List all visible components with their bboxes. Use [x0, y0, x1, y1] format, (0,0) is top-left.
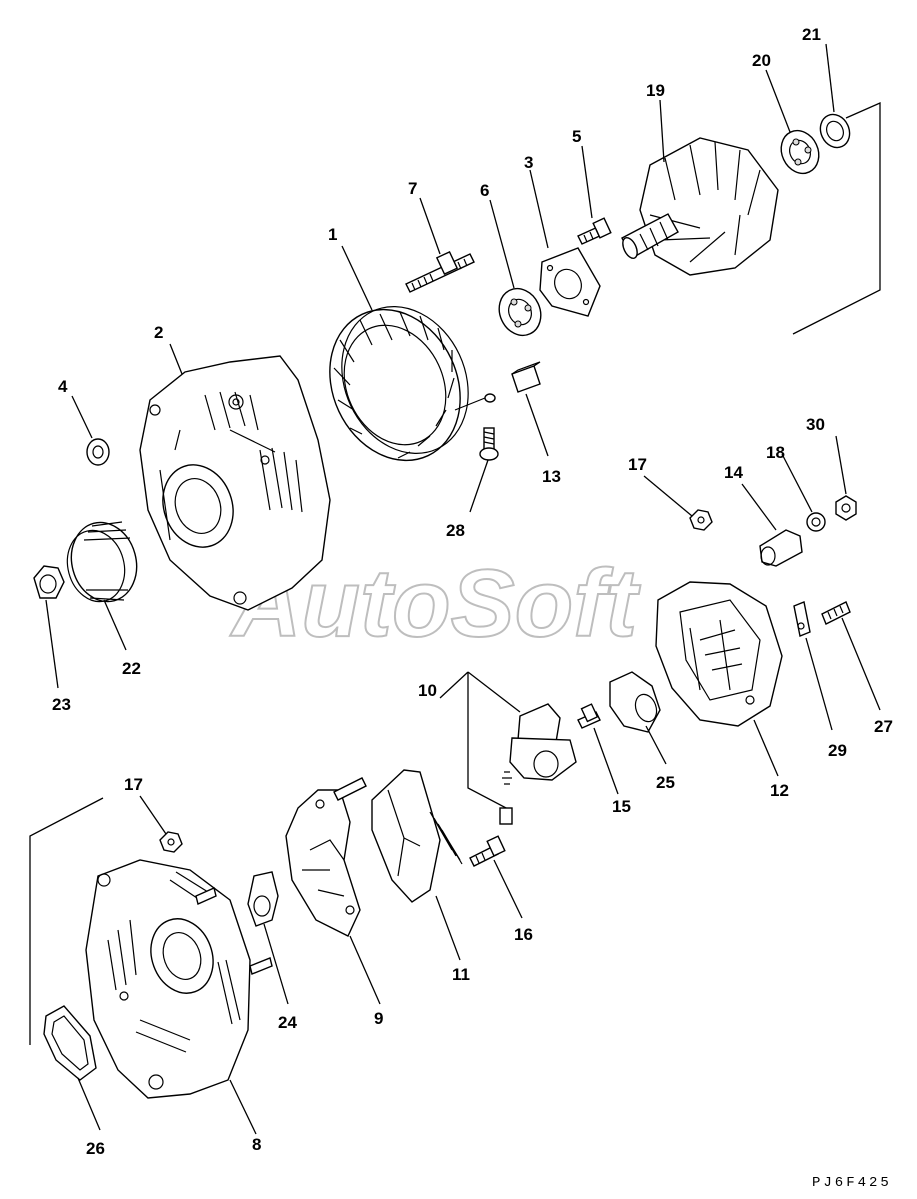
callout-22: 22 — [122, 659, 141, 678]
part-11-regulator — [371, 769, 463, 903]
callout-23: 23 — [52, 695, 71, 714]
callout-29: 29 — [828, 741, 847, 760]
bracket-line-rear-frame — [29, 797, 104, 1045]
callout-3: 3 — [524, 153, 533, 172]
callout-6: 6 — [480, 181, 489, 200]
part-5-screw — [577, 217, 612, 245]
part-8-rear-end-frame — [85, 859, 273, 1099]
part-21-seal — [819, 113, 851, 149]
callout-2: 2 — [154, 323, 163, 342]
part-20-bearing — [780, 129, 820, 175]
part-15-screw — [577, 703, 601, 729]
callout-17-lower: 17 — [124, 775, 143, 794]
callout-18: 18 — [766, 443, 785, 462]
part-4-washer — [86, 438, 110, 466]
callout-5: 5 — [572, 127, 581, 146]
callout-30: 30 — [806, 415, 825, 434]
callout-21: 21 — [802, 25, 821, 44]
part-17-nut-lower — [159, 831, 183, 853]
callout-10: 10 — [418, 681, 437, 700]
callout-4: 4 — [58, 377, 68, 396]
part-3-plate — [539, 247, 601, 317]
bracket-line-rotor — [792, 102, 881, 335]
callout-11: 11 — [452, 965, 470, 984]
callout-13: 13 — [542, 467, 561, 486]
callout-25: 25 — [656, 773, 675, 792]
part-10-brush-holder — [499, 703, 577, 825]
callout-1: 1 — [328, 225, 337, 244]
part-29-plate — [793, 601, 811, 637]
callout-27: 27 — [874, 717, 893, 736]
part-7-stud-bolt — [405, 250, 475, 293]
callout-7: 7 — [408, 179, 417, 198]
callout-19: 19 — [646, 81, 665, 100]
part-12-rear-cover — [655, 581, 783, 727]
part-9-rectifier — [285, 777, 367, 937]
drawing-code: PJ6F425 — [812, 1175, 892, 1191]
callout-17-upper: 17 — [628, 455, 647, 474]
part-16-bolt — [469, 835, 506, 867]
callout-15: 15 — [612, 797, 631, 816]
part-1-stator — [329, 306, 496, 462]
callout-9: 9 — [374, 1009, 383, 1028]
bracket-line-brush — [467, 672, 511, 811]
part-30-nut — [835, 495, 857, 521]
part-17-nut-upper — [689, 509, 713, 531]
callout-8: 8 — [252, 1135, 261, 1154]
part-28-screw — [479, 427, 499, 461]
callout-24: 24 — [278, 1013, 297, 1032]
callout-14: 14 — [724, 463, 743, 482]
part-27-bolt — [821, 601, 851, 625]
part-25-bracket — [609, 671, 661, 733]
part-6-bearing — [498, 287, 542, 337]
callout-20: 20 — [752, 51, 771, 70]
part-23-nut — [33, 565, 65, 599]
leader-lines — [45, 43, 881, 1135]
callout-16: 16 — [514, 925, 533, 944]
part-24-insulator — [247, 871, 279, 927]
callout-28: 28 — [446, 521, 465, 540]
part-14-terminal-bolt — [759, 529, 803, 567]
part-2-drive-end-frame — [139, 355, 331, 611]
callout-12: 12 — [770, 781, 789, 800]
callout-26: 26 — [86, 1139, 105, 1158]
part-26-gasket — [43, 1005, 97, 1081]
part-19-rotor — [621, 137, 779, 276]
part-13-insulator — [511, 361, 541, 393]
callout-numbers: 1 2 3 4 5 6 7 8 9 10 11 12 13 14 15 16 1… — [52, 25, 893, 1158]
part-18-washer — [806, 512, 826, 532]
part-22-pulley — [66, 521, 138, 603]
